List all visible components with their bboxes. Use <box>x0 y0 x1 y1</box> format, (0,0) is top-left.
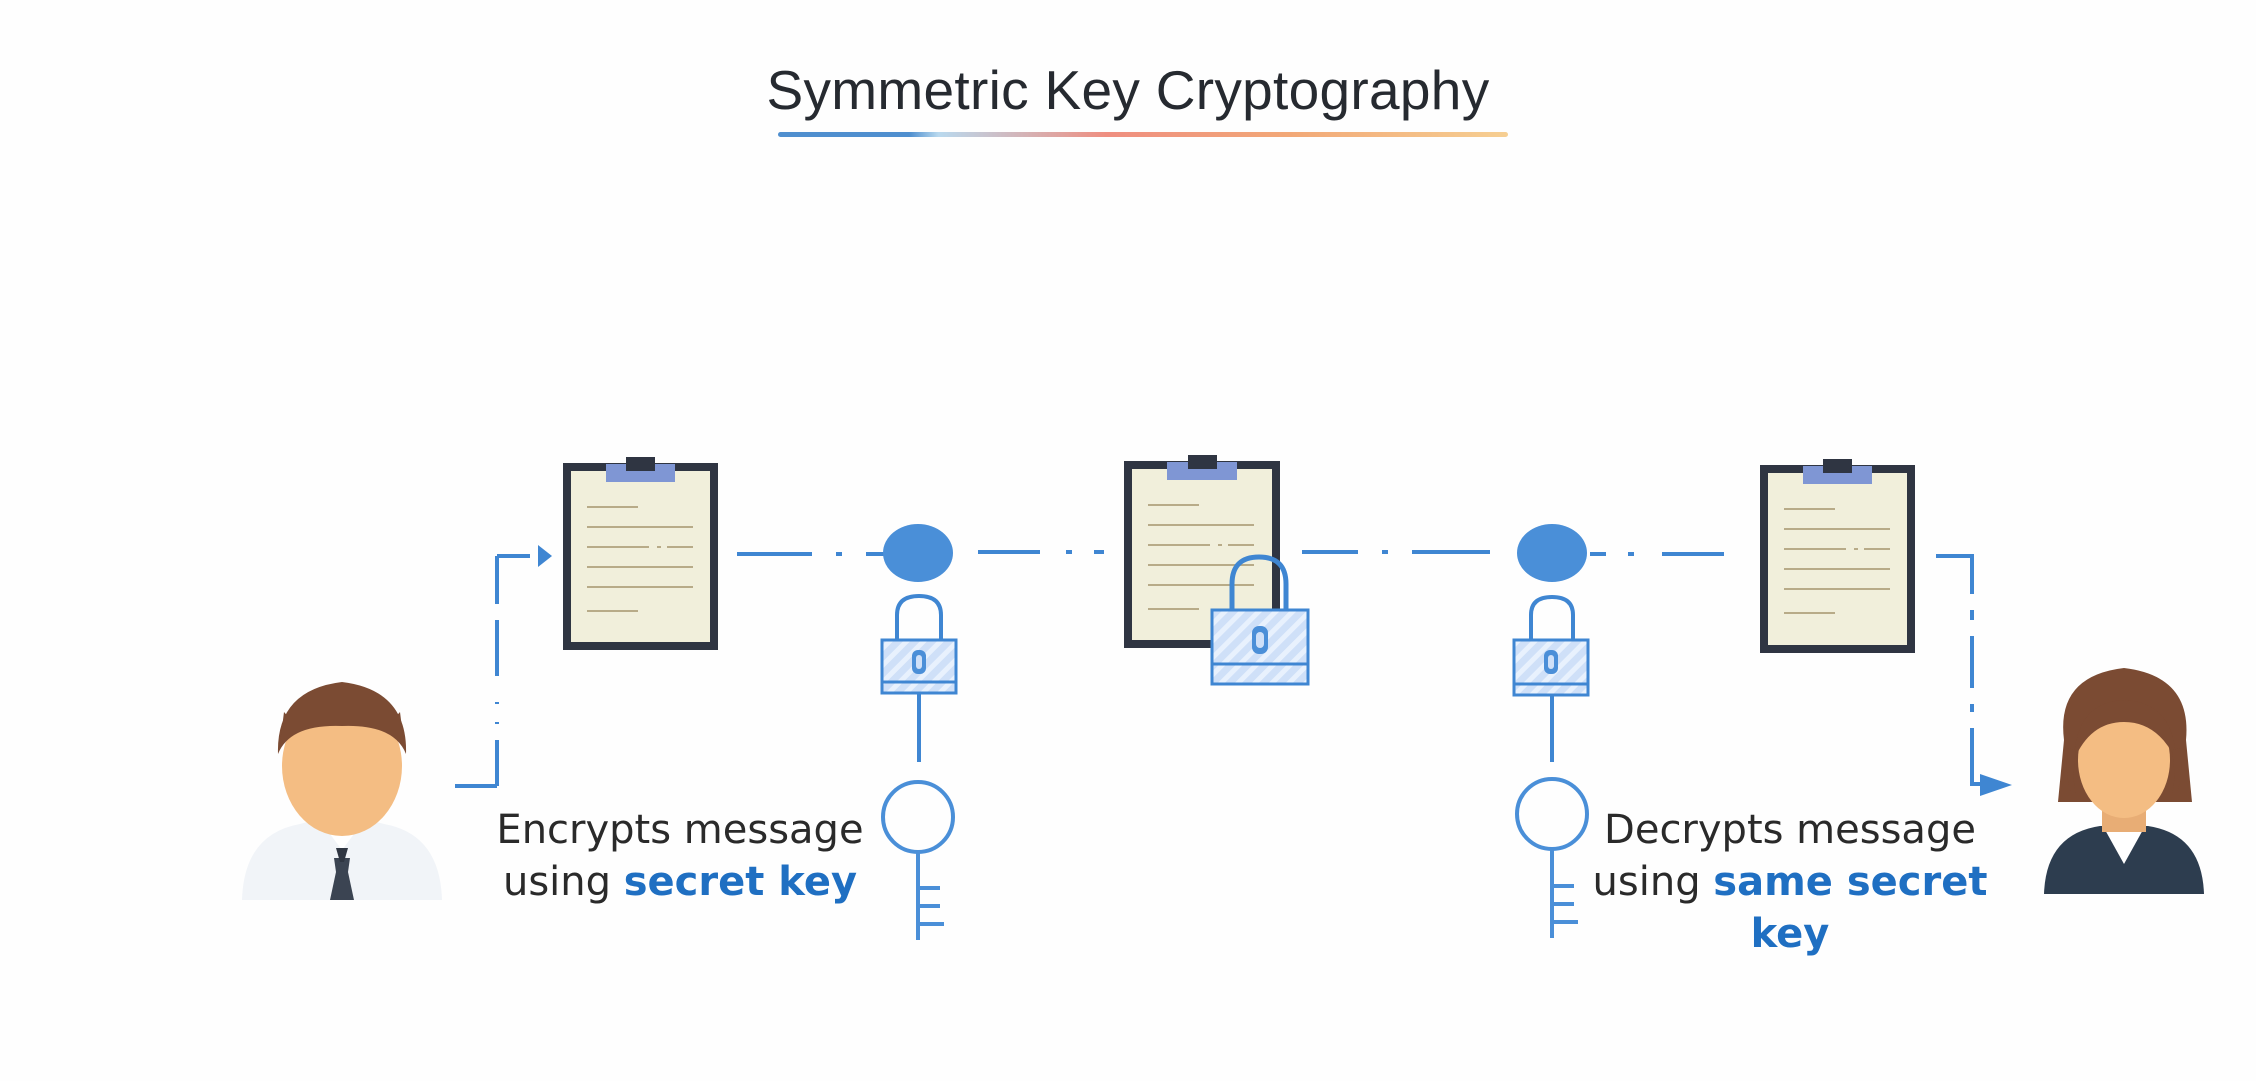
sender-caption-prefix: using <box>502 859 624 905</box>
key-highlight: key <box>1750 911 1830 957</box>
padlock-icon <box>1210 554 1310 686</box>
receiver-caption-line2: using same secret <box>1575 856 2005 908</box>
arrowhead-to-receiver <box>1980 774 2012 796</box>
diagram-title: Symmetric Key Cryptography <box>766 59 1490 121</box>
clipboard-document-icon <box>1760 459 1915 653</box>
arrowhead-to-doc1 <box>538 545 552 567</box>
sender-caption-line1: Encrypts message <box>496 807 864 853</box>
same-secret-highlight: same secret <box>1713 859 1988 905</box>
connector-doc3-to-receiver <box>1936 554 1974 594</box>
clipboard-document-icon <box>563 457 718 650</box>
woman-avatar-icon <box>2044 668 2204 894</box>
connector-node <box>1517 524 1587 582</box>
padlock-icon <box>1512 638 1590 697</box>
key-icon <box>1515 777 1589 938</box>
man-avatar-icon <box>242 682 442 900</box>
receiver-caption-line1: Decrypts message <box>1604 807 1976 853</box>
sender-caption: Encrypts message using secret key <box>465 804 895 908</box>
lock-key-group-decrypt <box>1512 524 1590 938</box>
sender-caption-line2: using secret key <box>465 856 895 908</box>
secret-key-highlight: secret key <box>623 859 858 905</box>
lock-key-group-encrypt <box>880 524 958 940</box>
title-underline <box>778 132 1508 137</box>
connector-node <box>883 524 953 582</box>
receiver-caption-prefix: using <box>1592 859 1714 905</box>
padlock-icon <box>880 638 958 695</box>
receiver-caption: Decrypts message using same secret key <box>1575 804 2005 960</box>
key-icon <box>881 780 955 940</box>
